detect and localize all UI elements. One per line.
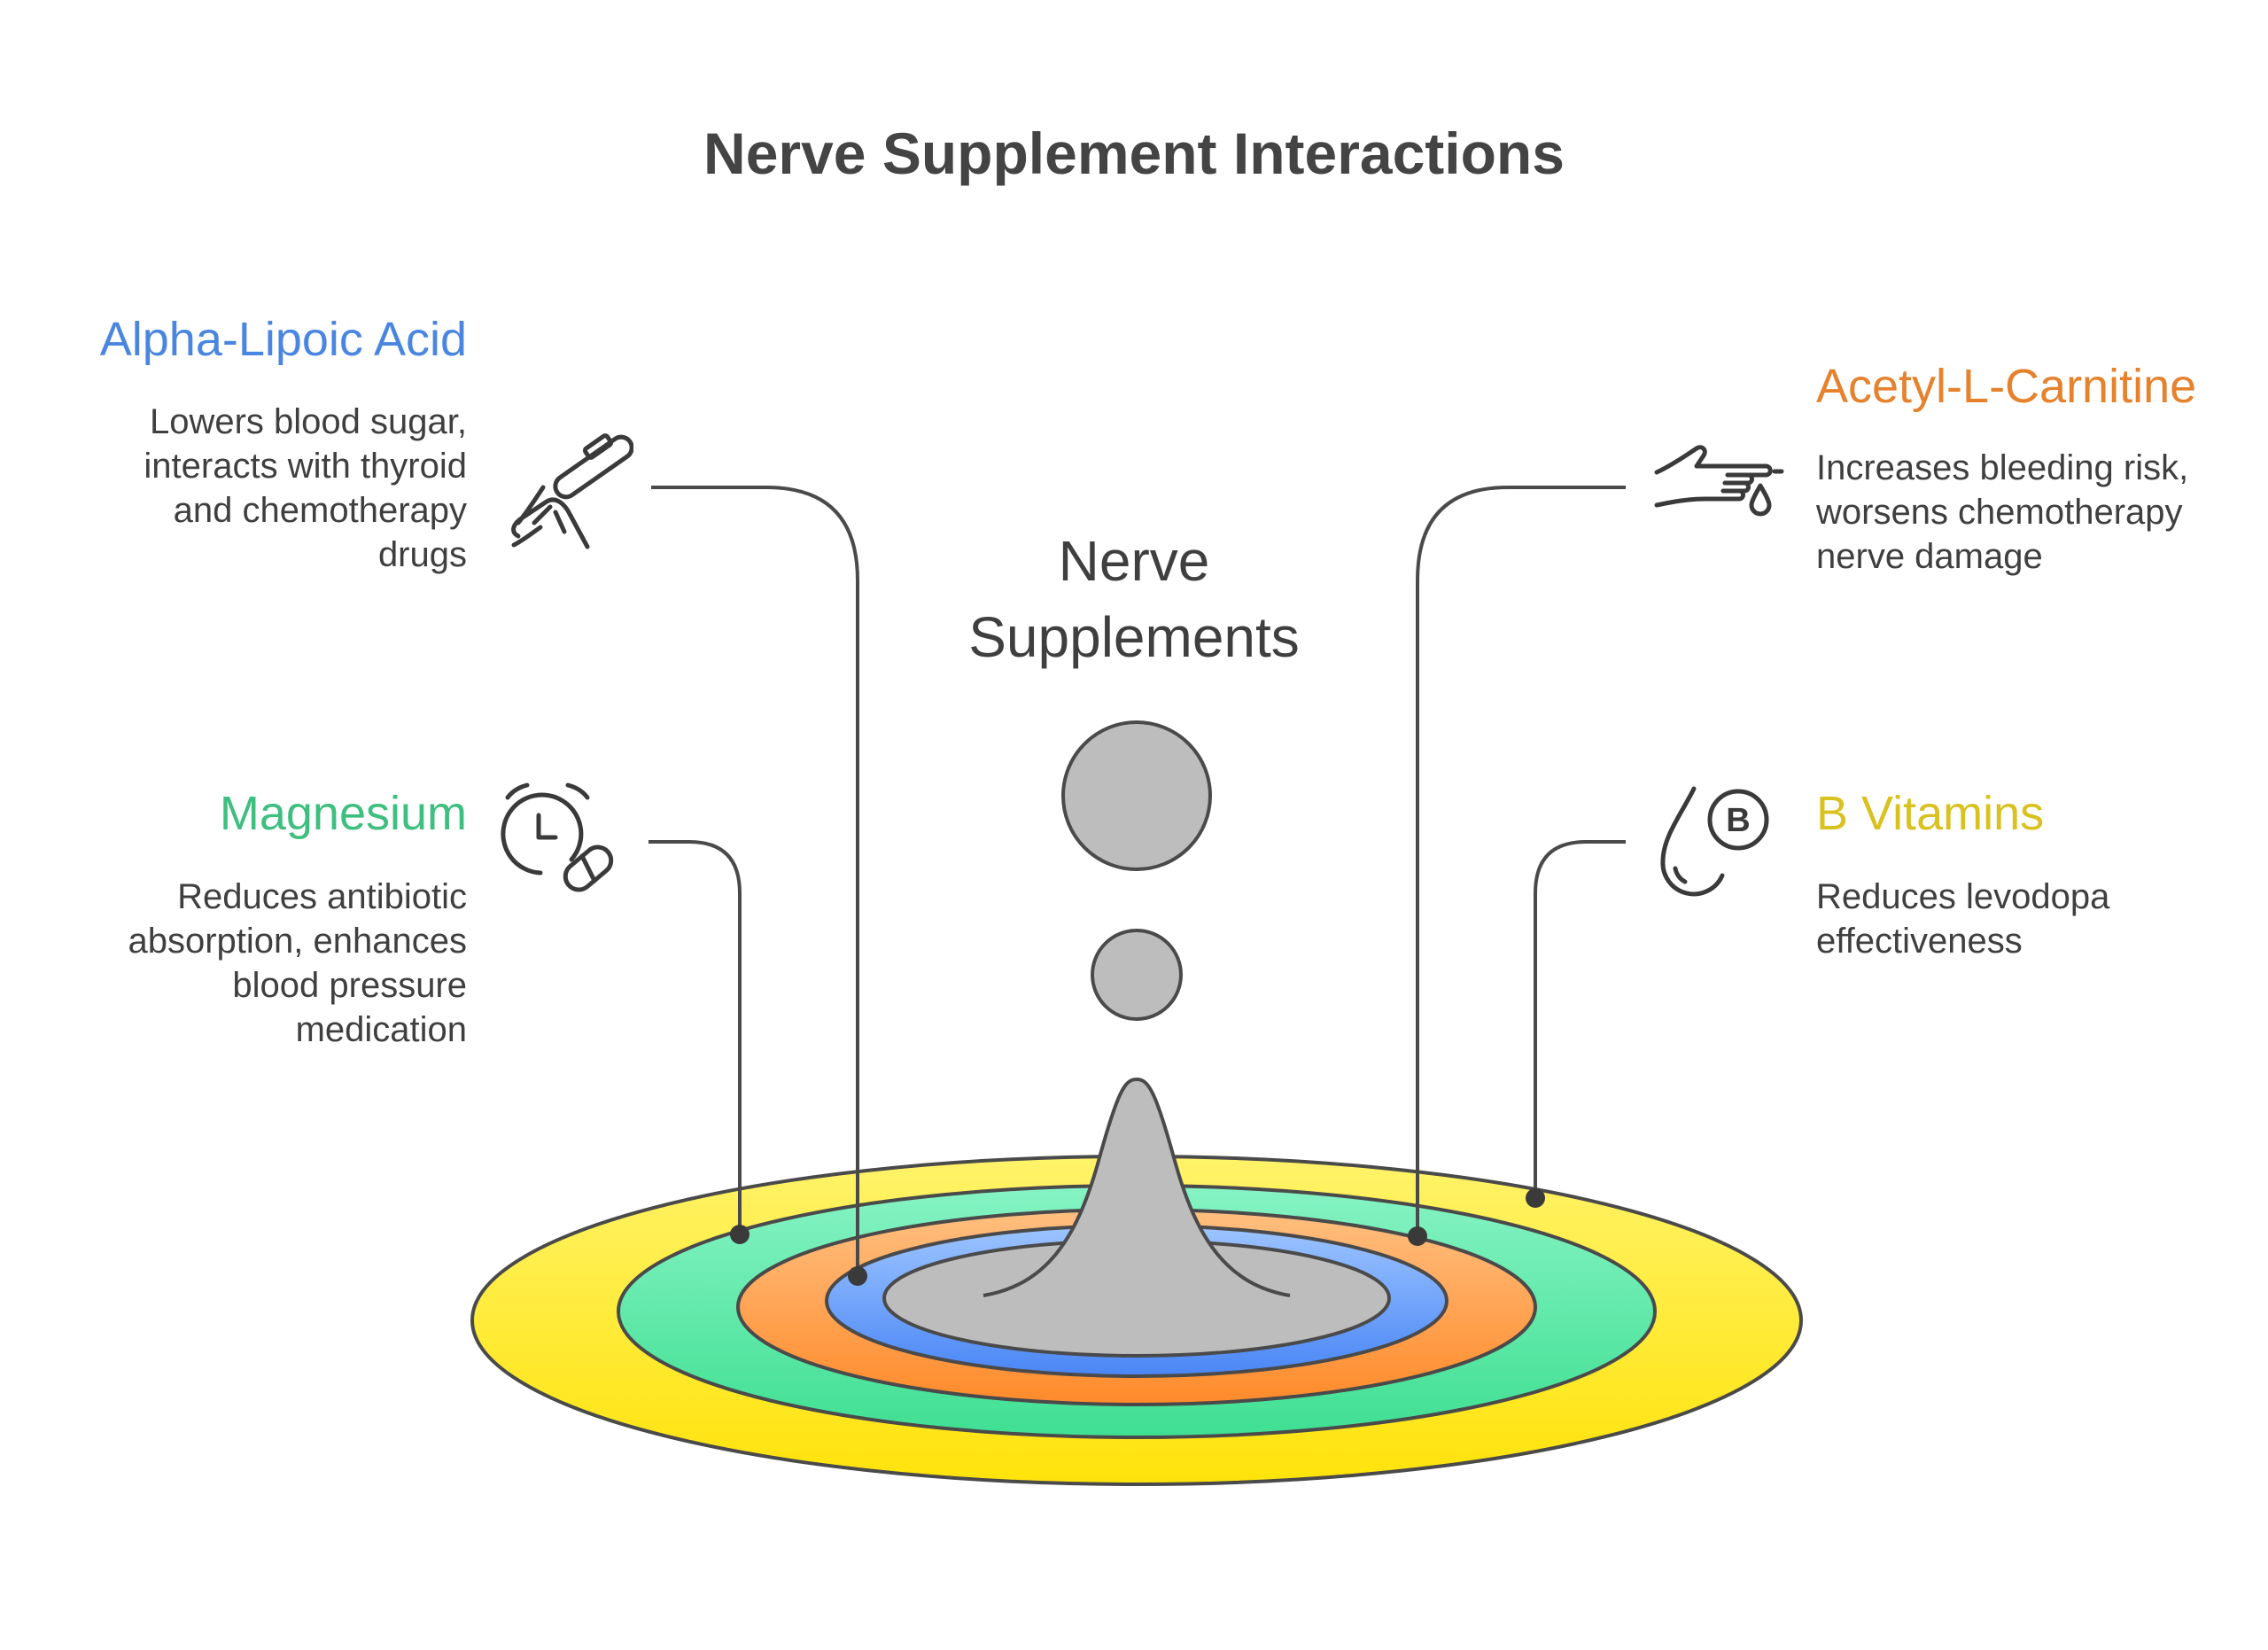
connector-acetyl-l-carnitine <box>1416 486 1626 1236</box>
description-line: Lowers blood sugar, <box>149 402 467 441</box>
description-line: medication <box>295 1010 467 1049</box>
vitamin-b-letter: B <box>1726 802 1750 839</box>
alarm-clock-pill-icon <box>501 782 614 892</box>
finger-prick-blood-icon <box>1654 445 1784 517</box>
droplet-small <box>1091 929 1183 1021</box>
connector-b-vitamins <box>1534 840 1626 1198</box>
description-line: nerve damage <box>1816 537 2043 576</box>
center-label-line2: Supplements <box>968 605 1300 669</box>
description-line: effectiveness <box>1816 922 2023 961</box>
description-line: Increases bleeding risk, <box>1816 448 2189 487</box>
connector-dot-magnesium <box>730 1225 750 1244</box>
description-acetyl-l-carnitine: Increases bleeding risk, worsens chemoth… <box>1816 446 2188 579</box>
description-alpha-lipoic-acid: Lowers blood sugar, interacts with thyro… <box>144 400 467 577</box>
heading-b-vitamins: B Vitamins <box>1816 787 2045 840</box>
heading-alpha-lipoic-acid: Alpha-Lipoic Acid <box>99 313 467 366</box>
description-line: worsens chemotherapy <box>1816 493 2183 532</box>
connector-magnesium <box>649 840 742 1234</box>
description-line: and chemotherapy <box>173 491 467 530</box>
connector-dot-acetyl-l-carnitine <box>1408 1226 1427 1246</box>
vitamin-b-drop-icon: B <box>1660 786 1769 897</box>
connector-dot-alpha-lipoic-acid <box>848 1266 867 1286</box>
heading-acetyl-l-carnitine: Acetyl-L-Carnitine <box>1816 360 2197 413</box>
description-line: Reduces levodopa <box>1816 877 2110 916</box>
test-strip-hand-icon <box>511 433 633 549</box>
connector-alpha-lipoic-acid <box>651 486 859 1276</box>
description-line: interacts with thyroid <box>144 447 467 486</box>
description-magnesium: Reduces antibiotic absorption, enhances … <box>128 875 468 1052</box>
description-line: Reduces antibiotic <box>177 877 467 916</box>
page-title: Nerve Supplement Interactions <box>703 121 1565 186</box>
splash-peak <box>983 1077 1291 1297</box>
description-line: drugs <box>377 535 467 574</box>
center-label-line1: Nerve <box>1058 529 1210 593</box>
connector-dot-b-vitamins <box>1526 1188 1545 1208</box>
description-b-vitamins: Reduces levodopa effectiveness <box>1816 875 2109 963</box>
description-line: absorption, enhances <box>128 922 468 961</box>
heading-magnesium: Magnesium <box>219 787 467 840</box>
description-line: blood pressure <box>232 966 467 1005</box>
droplet-large <box>1061 720 1212 871</box>
